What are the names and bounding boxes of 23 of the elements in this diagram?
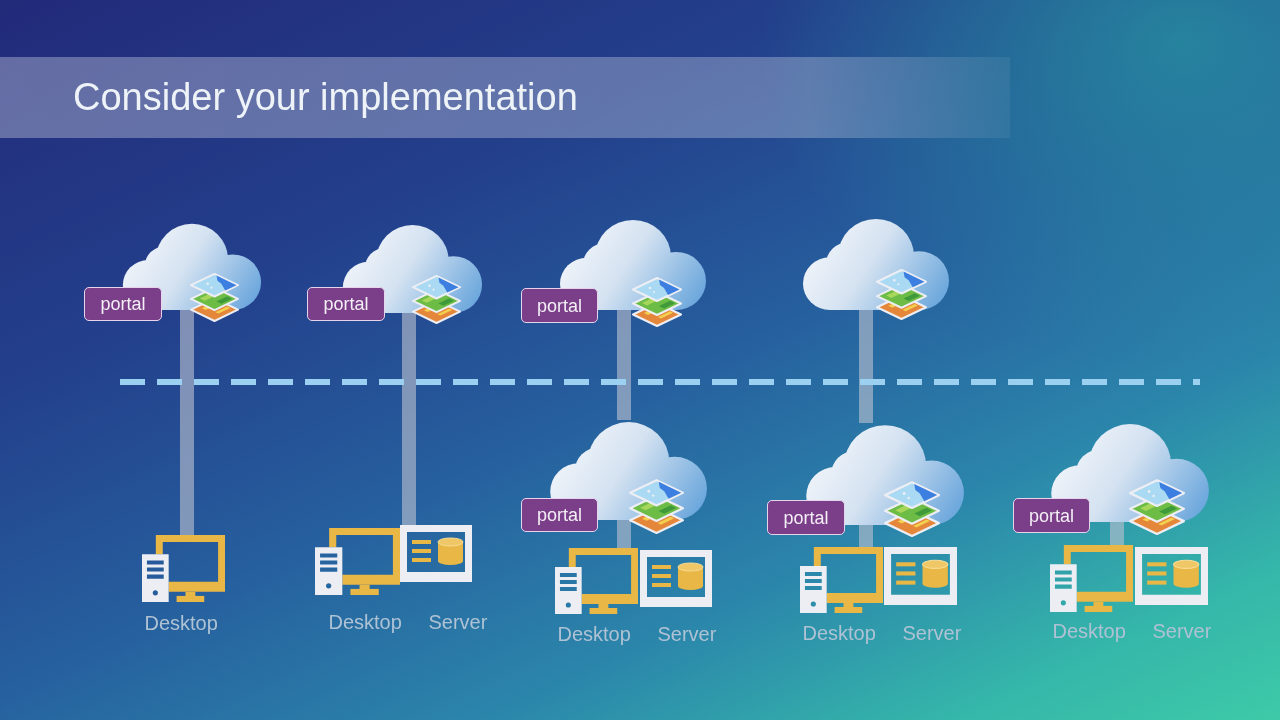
label-tag: portal — [767, 500, 845, 535]
label-tag: portal — [307, 287, 385, 321]
device-caption: Server — [902, 622, 962, 645]
label-tag: portal — [521, 288, 598, 323]
label-tag: portal — [521, 498, 598, 532]
device-caption: Server — [428, 611, 488, 634]
connector-line — [859, 310, 873, 423]
device-caption: Desktop — [144, 612, 218, 635]
device-caption: Server — [657, 623, 717, 646]
label-tag: portal — [84, 287, 162, 321]
connector-line — [617, 310, 631, 420]
device-caption: Desktop — [328, 611, 402, 634]
label-tag: portal — [1013, 498, 1090, 533]
connector-line — [402, 313, 416, 525]
device-caption: Server — [1152, 620, 1212, 643]
device-caption: Desktop — [557, 623, 631, 646]
device-caption: Desktop — [802, 622, 876, 645]
slide-title: Consider your implementation — [73, 75, 578, 119]
device-caption: Desktop — [1052, 620, 1126, 643]
connector-line — [1110, 522, 1124, 545]
connector-line — [180, 310, 194, 535]
connector-line — [617, 520, 631, 548]
connector-line — [859, 525, 873, 547]
